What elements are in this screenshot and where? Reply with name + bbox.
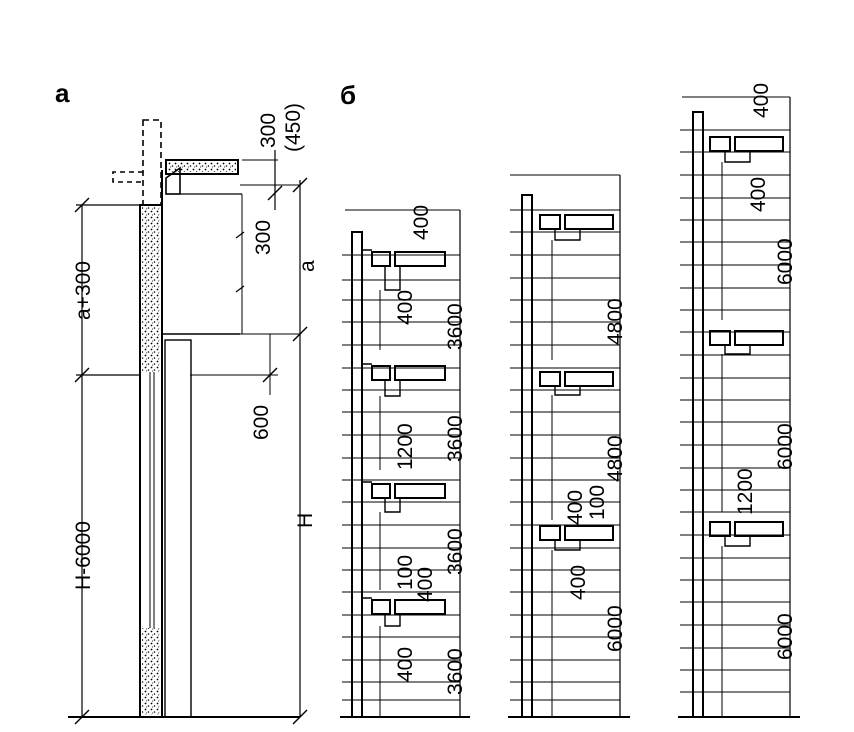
col3-beam-3a bbox=[709, 521, 731, 537]
col2-beam-3a bbox=[539, 525, 561, 541]
col1-dim-100: 100 bbox=[394, 555, 417, 590]
col1-dim-400-mid: 400 bbox=[394, 290, 417, 325]
col3-dim-6000-2: 6000 bbox=[774, 423, 797, 470]
panel-b-letter: б bbox=[340, 80, 356, 110]
col2-dim-4800-1: 4800 bbox=[604, 298, 627, 345]
dim-H: H bbox=[294, 513, 317, 528]
dim-a: a bbox=[296, 260, 319, 272]
col3-beam-1a bbox=[709, 136, 731, 152]
col3-column bbox=[692, 111, 704, 718]
col2-column bbox=[521, 194, 533, 718]
col1-beam-4b bbox=[394, 599, 446, 615]
col2-dim-100: 100 bbox=[586, 485, 609, 520]
col3-dim-400-mid: 400 bbox=[747, 177, 770, 212]
col1-dim-400-c: 400 bbox=[394, 647, 417, 682]
col1-dim-400-b: 400 bbox=[414, 567, 437, 602]
break-marks bbox=[235, 231, 245, 293]
col1-beam-3a bbox=[371, 483, 391, 499]
panel-a: a bbox=[55, 78, 319, 725]
col1-beam-2b bbox=[394, 365, 446, 381]
col2-dim-400-b: 400 bbox=[567, 565, 590, 600]
column-hatch-bottom bbox=[142, 628, 160, 715]
slash-3 bbox=[74, 709, 90, 725]
column-hatch-top bbox=[142, 207, 160, 372]
dim-H-minus-6000: H-6000 bbox=[72, 521, 95, 590]
dim-600: 600 bbox=[250, 405, 273, 440]
col1-dim-400-top: 400 bbox=[410, 205, 433, 240]
col1-column bbox=[351, 231, 363, 718]
panel-b-col1: 400 400 3600 1200 3600 3600 100 400 400 … bbox=[340, 205, 470, 718]
crane-beam-hatch bbox=[168, 162, 236, 172]
col3-beam-1b bbox=[734, 136, 784, 152]
col3-beam-2a bbox=[709, 330, 731, 346]
col1-beam-1b bbox=[394, 251, 446, 267]
col2-dim-4800-2: 4800 bbox=[604, 435, 627, 482]
col1-dim-1200: 1200 bbox=[394, 423, 417, 470]
dim-a-plus-300: a+300 bbox=[72, 261, 95, 320]
col1-dim-3600-1: 3600 bbox=[444, 303, 467, 350]
slash-4 bbox=[292, 177, 308, 193]
col2-dim-400-a: 400 bbox=[564, 490, 587, 525]
col3-dim-1200: 1200 bbox=[734, 468, 757, 515]
col3-beam-3b bbox=[734, 521, 784, 537]
col1-dim-3600-3: 3600 bbox=[444, 528, 467, 575]
col1-beam-1a bbox=[371, 251, 391, 267]
panel-a-letter: a bbox=[55, 78, 70, 108]
crane-beam bbox=[165, 159, 239, 175]
slash-2 bbox=[74, 367, 90, 383]
col2-beam-1b bbox=[564, 214, 614, 230]
col3-beam-2b bbox=[734, 330, 784, 346]
col2-dim-6000: 6000 bbox=[604, 605, 627, 652]
slash-1 bbox=[74, 197, 90, 213]
col1-dim-3600-4: 3600 bbox=[444, 648, 467, 695]
slash-5 bbox=[292, 326, 308, 342]
col1-dim-3600-2: 3600 bbox=[444, 415, 467, 462]
col1-beam-2a bbox=[371, 365, 391, 381]
slash-6 bbox=[292, 709, 308, 725]
inner-column bbox=[164, 339, 192, 718]
col1-beam-4a bbox=[371, 599, 391, 615]
col3-dim-6000-3: 6000 bbox=[774, 613, 797, 660]
col1-beam-3b bbox=[394, 483, 446, 499]
col2-beam-2b bbox=[564, 371, 614, 387]
col2-beam-2a bbox=[539, 371, 561, 387]
slash-7 bbox=[267, 185, 283, 201]
col3-dim-6000-1: 6000 bbox=[774, 238, 797, 285]
panel-b-col3: 400 400 6000 6000 1200 6000 bbox=[678, 83, 800, 718]
dim-300-top: 300 bbox=[257, 113, 280, 148]
dashed-bracket bbox=[112, 171, 143, 183]
dim-450: (450) bbox=[282, 103, 305, 152]
col2-beam-1a bbox=[539, 214, 561, 230]
dim-300: 300 bbox=[252, 220, 275, 255]
col3-dim-400-top: 400 bbox=[750, 83, 773, 118]
dashed-column-top bbox=[142, 119, 162, 206]
slash-8 bbox=[262, 367, 278, 383]
col2-beam-3b bbox=[564, 525, 614, 541]
panel-b-col2: 4800 4800 400 100 400 6000 bbox=[508, 174, 630, 718]
